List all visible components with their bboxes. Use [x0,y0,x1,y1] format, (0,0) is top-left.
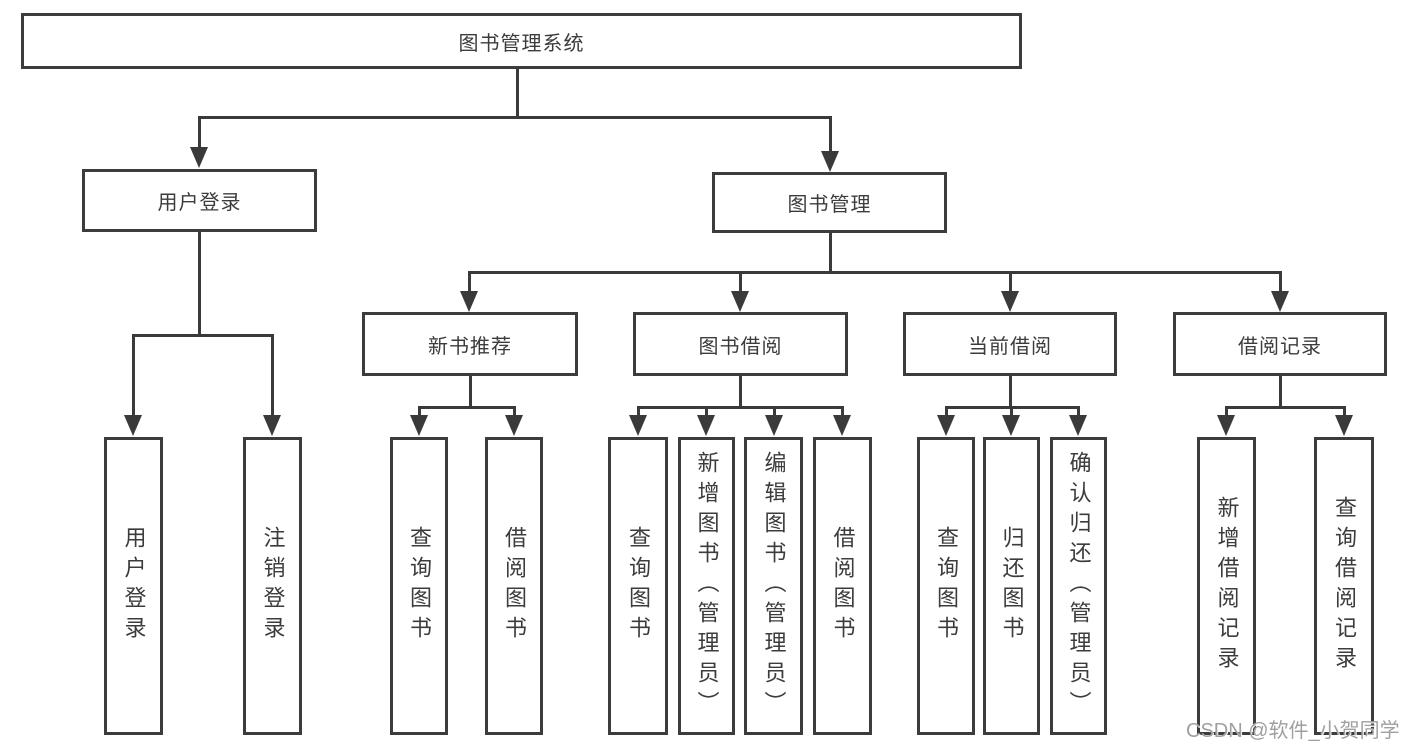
connector-line [841,406,844,420]
connector-line [132,334,135,419]
arrow-down [833,415,851,436]
arrow-down [1069,415,1087,436]
arrow-down [731,291,749,312]
node-leaf-return-books: 归还图书 [983,437,1040,735]
node-borrowing-records: 借阅记录 [1173,312,1387,376]
arrow-down [1271,291,1289,312]
arrow-down [937,415,955,436]
arrow-down [410,415,428,436]
connector-line [468,271,471,295]
leaf-label: 确认归还（管理员） [1066,451,1092,721]
arrow-down [190,147,208,168]
arrow-down [460,291,478,312]
leaf-label: 编辑图书（管理员） [761,451,787,721]
leaf-label: 新增借阅记录 [1214,496,1240,676]
leaf-label: 归还图书 [999,526,1025,646]
node-leaf-query-books-recommend: 查询图书 [390,437,448,735]
leaf-label: 查询借阅记录 [1332,496,1357,676]
connector-line [1009,271,1012,295]
node-current-borrowing: 当前借阅 [903,312,1117,376]
connector-line [1343,406,1346,420]
connector-line [198,116,201,152]
leaf-label: 借阅图书 [502,526,527,646]
node-user-login: 用户登录 [82,169,317,232]
connector-line [1009,376,1012,408]
connector-line [739,376,742,408]
node-book-management: 图书管理 [712,172,947,233]
node-leaf-logout: 注销登录 [243,437,302,735]
connector-line [1225,406,1228,420]
node-leaf-query-books-current: 查询图书 [917,437,975,735]
connector-line [773,406,776,420]
connector-line [516,68,519,118]
connector-line [1010,406,1013,420]
leaf-label: 查询图书 [626,526,651,646]
node-leaf-user-login: 用户登录 [104,437,163,735]
arrow-down [765,415,783,436]
leaf-label: 注销登录 [260,526,286,646]
connector-line [468,271,1281,274]
arrow-down [1002,415,1020,436]
node-leaf-edit-books-admin: 编辑图书（管理员） [744,437,803,735]
connector-line [1225,406,1344,409]
node-leaf-query-borrow-record: 查询借阅记录 [1314,437,1374,735]
connector-line [132,334,274,337]
connector-line [1279,376,1282,408]
node-leaf-add-books-admin: 新增图书（管理员） [678,437,735,735]
csdn-watermark: CSDN @软件_小贺同学 [1186,720,1400,742]
node-leaf-query-books-borrowing: 查询图书 [608,437,668,735]
arrow-down [263,415,281,436]
node-leaf-borrow-books-borrowing: 借阅图书 [813,437,872,735]
node-leaf-confirm-return-admin: 确认归还（管理员） [1050,437,1107,735]
arrow-down [505,415,523,436]
node-leaf-add-borrow-record: 新增借阅记录 [1197,437,1256,735]
connector-line [829,116,832,156]
node-book-borrowing: 图书借阅 [633,312,848,376]
connector-line [513,406,516,420]
node-leaf-borrow-books-recommend: 借阅图书 [485,437,543,735]
connector-line [198,231,201,336]
arrow-down [1217,415,1235,436]
leaf-label: 查询图书 [407,526,432,646]
connector-line [1279,271,1282,295]
arrow-down [1335,415,1353,436]
node-root: 图书管理系统 [21,13,1022,69]
arrow-down [821,151,839,172]
leaf-label: 新增图书（管理员） [694,451,720,721]
connector-line [271,334,274,419]
arrow-down [697,415,715,436]
leaf-label: 用户登录 [121,526,147,646]
connector-line [829,232,832,273]
connector-line [945,406,948,420]
arrow-down [124,415,142,436]
connector-line [637,406,843,409]
arrow-down [1001,291,1019,312]
leaf-label: 查询图书 [934,526,959,646]
connector-line [739,271,742,295]
connector-line [418,406,515,409]
connector-line [418,406,421,420]
node-new-book-recommend: 新书推荐 [362,312,578,376]
connector-line [1077,406,1080,420]
leaf-label: 借阅图书 [830,526,856,646]
arrow-down [629,415,647,436]
connector-line [705,406,708,420]
connector-line [469,376,472,408]
connector-line [637,406,640,420]
connector-line [198,116,831,119]
